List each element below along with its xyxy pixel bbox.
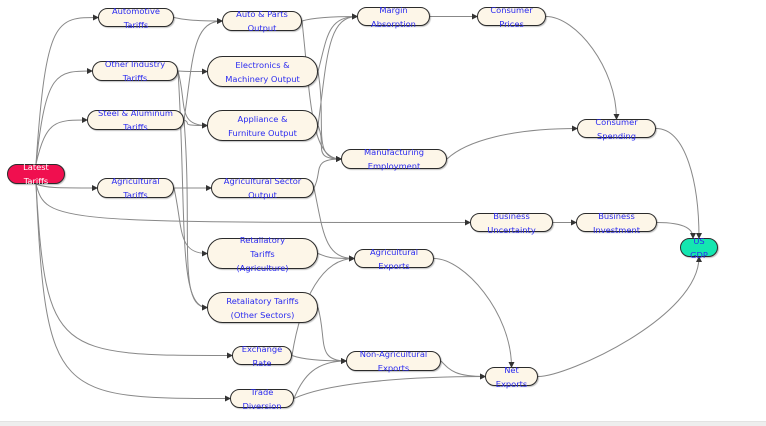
edge-latest-tariffs-to-exchange-rate — [35, 183, 233, 359]
edge-manufacturing-employment-to-consumer-spending — [446, 125, 578, 160]
edge-latest-tariffs-to-steel-aluminum-tariffs — [35, 117, 88, 165]
edge-other-industry-tariffs-to-electronics-machinery-output — [177, 68, 208, 75]
node-latest-tariffs[interactable]: Latest Tariffs — [7, 162, 65, 186]
node-automotive-tariffs[interactable]: Automotive Tariffs — [98, 6, 174, 30]
edge-latest-tariffs-to-agricultural-tariffs — [35, 183, 98, 191]
node-us-gdp[interactable]: US GDP — [680, 236, 718, 260]
edge-consumer-prices-to-consumer-spending — [545, 16, 620, 120]
node-exchange-rate[interactable]: Exchange Rate — [232, 344, 292, 368]
edge-agricultural-sector-output-to-manufacturing-employment — [313, 156, 342, 189]
edge-retaliatory-tariffs-other-to-non-agricultural-exports — [317, 307, 347, 364]
edge-automotive-tariffs-to-auto-parts-output — [173, 17, 223, 24]
bottom-scrollbar-strip — [0, 421, 766, 426]
edge-latest-tariffs-to-automotive-tariffs — [35, 14, 99, 165]
edge-trade-diversion-to-net-exports — [293, 373, 486, 399]
node-auto-parts-output[interactable]: Auto & Parts Output — [222, 9, 302, 33]
node-other-industry-tariffs[interactable]: Other Industry Tariffs — [92, 59, 178, 83]
edge-electronics-machinery-output-to-margin-absorption — [317, 13, 358, 72]
edge-non-agricultural-exports-to-net-exports — [440, 360, 486, 380]
edge-exchange-rate-to-agricultural-exports — [291, 255, 355, 356]
edge-appliance-furniture-output-to-margin-absorption — [317, 13, 358, 126]
edge-net-exports-to-us-gdp — [537, 256, 702, 377]
node-agricultural-sector-output[interactable]: Agricultural Sector Output — [211, 176, 314, 200]
node-appliance-furniture-output[interactable]: Appliance & Furniture Output — [207, 110, 318, 141]
node-trade-diversion[interactable]: Trade Diversion — [230, 387, 294, 411]
node-consumer-prices[interactable]: Consumer Prices — [477, 5, 546, 29]
node-manufacturing-employment[interactable]: Manufacturing Employment — [341, 147, 447, 171]
node-retaliatory-tariffs-agriculture[interactable]: Retaliatory Tariffs (Agriculture) — [207, 235, 318, 273]
edge-other-industry-tariffs-to-appliance-furniture-output — [177, 70, 208, 129]
edge-appliance-furniture-output-to-manufacturing-employment — [317, 125, 342, 162]
edge-agricultural-sector-output-to-agricultural-exports — [313, 187, 355, 262]
edge-trade-diversion-to-non-agricultural-exports — [293, 358, 347, 399]
node-margin-absorption[interactable]: Margin Absorption — [357, 5, 430, 29]
node-business-uncertainty[interactable]: Business Uncertainty — [470, 211, 553, 235]
edge-steel-aluminum-tariffs-to-auto-parts-output — [183, 18, 223, 121]
node-agricultural-tariffs[interactable]: Agricultural Tariffs — [97, 176, 174, 200]
edge-agricultural-exports-to-net-exports — [433, 258, 515, 368]
edge-retaliatory-tariffs-agriculture-to-agricultural-exports — [317, 253, 355, 262]
node-retaliatory-tariffs-other-sectors[interactable]: Retaliatory Tariffs (Other Sectors) — [207, 292, 318, 323]
edge-business-investment-to-us-gdp — [656, 222, 696, 239]
node-steel-aluminum-tariffs[interactable]: Steel & Aluminum Tariffs — [87, 108, 184, 132]
edge-steel-aluminum-tariffs-to-appliance-furniture-output — [183, 119, 208, 129]
edge-latest-tariffs-to-business-uncertainty — [35, 183, 471, 226]
node-electronics-machinery-output[interactable]: Electronics & Machinery Output — [207, 56, 318, 87]
edge-agricultural-tariffs-to-retaliatory-tariffs-agriculture — [173, 187, 208, 257]
edge-steel-aluminum-tariffs-to-retaliatory-tariffs-other — [183, 119, 208, 311]
node-non-agricultural-exports[interactable]: Non-Agricultural Exports — [346, 349, 441, 373]
node-consumer-spending[interactable]: Consumer Spending — [577, 117, 656, 141]
edge-electronics-machinery-output-to-manufacturing-employment — [317, 71, 342, 162]
edge-latest-tariffs-to-other-industry-tariffs — [35, 68, 93, 165]
edge-consumer-spending-to-us-gdp — [655, 128, 702, 239]
node-net-exports[interactable]: Net Exports — [485, 365, 538, 389]
node-agricultural-exports[interactable]: Agricultural Exports — [354, 247, 434, 271]
node-business-investment[interactable]: Business Investment — [576, 211, 657, 235]
edge-other-industry-tariffs-to-retaliatory-tariffs-other — [177, 70, 208, 311]
edge-latest-tariffs-to-trade-diversion — [35, 183, 231, 402]
